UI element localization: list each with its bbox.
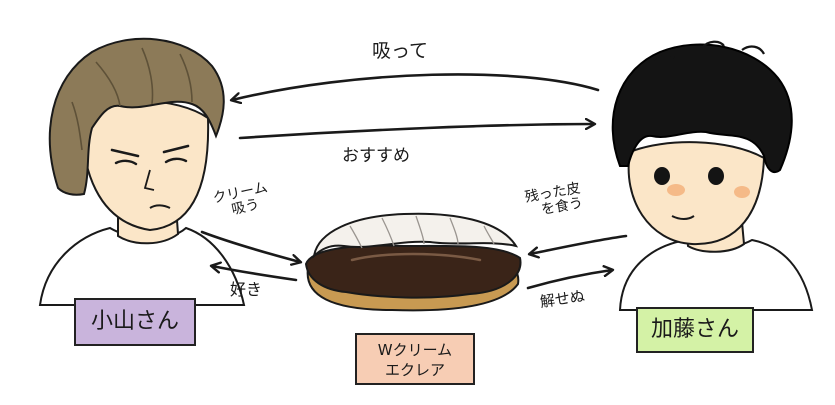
- eclair-cream-lines: [349, 215, 495, 249]
- arrow-recommend-to-kato: [238, 124, 594, 140]
- kato-cheek-left: [667, 184, 685, 196]
- name-tag-kato: 加藤さん: [636, 307, 754, 353]
- koyama-nose: [143, 169, 155, 191]
- koyama-hair: [48, 37, 225, 196]
- arrow-remain-to-eclair: [530, 234, 628, 254]
- koyama-eyes: [114, 157, 188, 166]
- name-tag-koyama: 小山さん: [74, 298, 196, 346]
- arrow-cream-to-eclair: [200, 230, 300, 262]
- koyama-eyebrows: [110, 144, 190, 158]
- eclair-illustration: [304, 212, 522, 312]
- kato-hair-tufts: [653, 40, 765, 61]
- eclair-name-line2: エクレア: [384, 361, 445, 379]
- kato-cheek-right: [734, 186, 750, 198]
- label-recommend: おすすめ: [342, 146, 410, 166]
- arrow-top-to-koyama: [232, 73, 600, 100]
- koyama-hair-strands: [71, 47, 193, 151]
- label-like: 好き: [230, 280, 263, 299]
- koyama-mouth: [149, 204, 171, 209]
- eclair-cream: [312, 212, 519, 259]
- kato-eye-left: [654, 167, 670, 185]
- kato-eye-right: [708, 167, 724, 185]
- eclair-name-line1: Wクリーム: [377, 341, 453, 359]
- arrow-like-to-koyama: [212, 266, 298, 282]
- label-suck-top: 吸って: [372, 40, 429, 62]
- name-tag-eclair: Wクリーム エクレア: [355, 333, 475, 385]
- eclair-chocolate-shine: [350, 252, 482, 262]
- kato-hair: [611, 43, 793, 174]
- koyama-face: [80, 99, 210, 232]
- kato-illustration: [611, 40, 814, 311]
- arrow-solve-to-kato: [526, 270, 612, 290]
- kato-mouth: [671, 215, 695, 220]
- koyama-illustration: [38, 37, 246, 306]
